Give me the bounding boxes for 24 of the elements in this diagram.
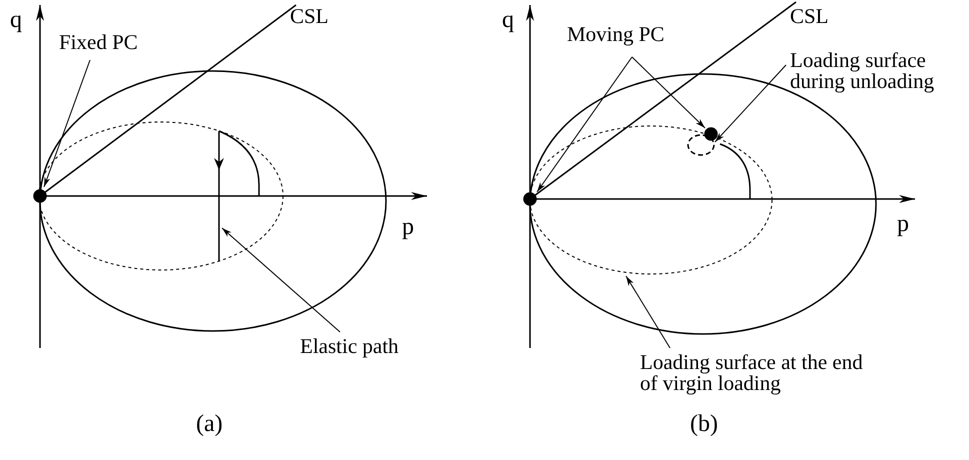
loading-surface-ellipse [530, 126, 772, 274]
leader-arrow [714, 64, 786, 142]
leader-arrow [44, 60, 90, 188]
axis-label: p [402, 215, 414, 239]
callout-text: Loading surface during unloading [790, 50, 969, 92]
stress-point-dot [704, 127, 718, 141]
axis-label: q [502, 8, 514, 32]
panel-label: (b) [690, 412, 718, 436]
callout-text: Moving PC [567, 24, 767, 45]
leader-arrow [222, 228, 340, 332]
stress-point-dot [33, 189, 47, 203]
leader-arrow [626, 276, 670, 348]
callout-text: Elastic path [300, 336, 500, 357]
elastic-path-line [214, 131, 224, 261]
line-label: CSL [290, 6, 329, 27]
axis-label: p [897, 212, 909, 236]
line-label: CSL [790, 6, 829, 27]
leader-arrow [536, 56, 632, 192]
panel-label: (a) [196, 412, 223, 436]
callout-text: Fixed PC [59, 32, 259, 53]
callout-text: Loading surface at the end of virgin loading [640, 352, 880, 394]
stress-point-dot [523, 192, 537, 206]
leader-arrow [632, 56, 706, 128]
axis-label: q [10, 8, 22, 32]
